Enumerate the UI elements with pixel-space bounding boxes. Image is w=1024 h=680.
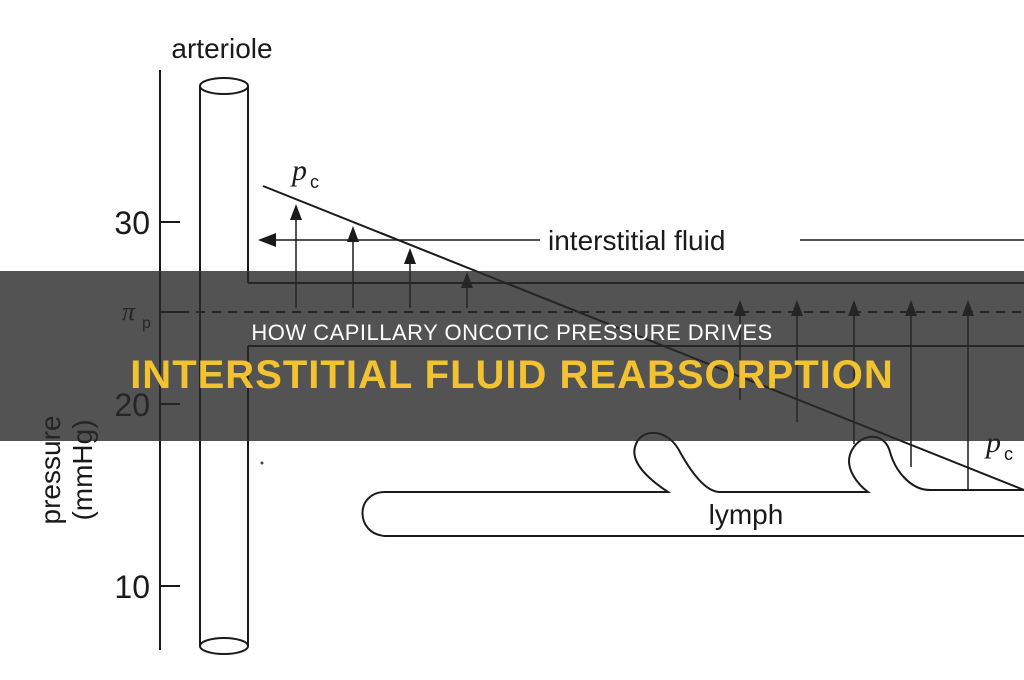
- lymph-label: lymph: [709, 499, 784, 530]
- title-line-2: INTERSTITIAL FLUID REABSORPTION: [130, 353, 894, 397]
- arrowhead: [290, 204, 302, 220]
- arrowhead: [347, 226, 359, 242]
- arteriole-bottom-opening: [199, 637, 249, 655]
- interstitial-arrowhead: [258, 233, 276, 247]
- speck: [260, 461, 264, 465]
- pc-upper-subscript: c: [310, 172, 319, 192]
- tick-label-10: 10: [114, 569, 150, 605]
- arrowhead: [404, 248, 416, 264]
- tick-label-30: 30: [114, 205, 150, 241]
- arteriole-top-opening: [199, 77, 249, 95]
- pc-lower-subscript: c: [1004, 444, 1013, 464]
- arteriole-label: arteriole: [171, 33, 272, 64]
- title-banner: HOW CAPILLARY ONCOTIC PRESSURE DRIVES IN…: [0, 271, 1024, 441]
- lymph-vessel: [361, 431, 1024, 537]
- title-line-1: HOW CAPILLARY ONCOTIC PRESSURE DRIVES: [251, 320, 773, 345]
- interstitial-fluid-label: interstitial fluid: [548, 225, 725, 256]
- pc-upper-label: p: [290, 154, 307, 187]
